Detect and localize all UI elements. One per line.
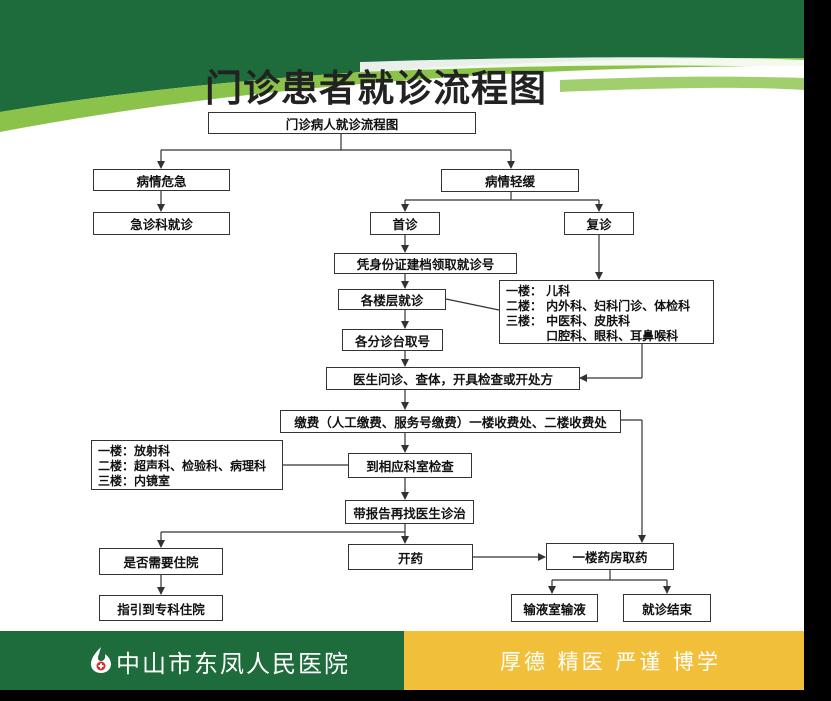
report-box: 带报告再找医生诊治 — [345, 500, 474, 524]
page-title: 门诊患者就诊流程图 — [205, 67, 547, 110]
dept-floor-3: 三楼： 中医科、皮肤科 — [506, 314, 631, 328]
prescribe-box: 开药 — [348, 544, 473, 570]
exam-floor-3: 三楼：内镜室 — [98, 474, 171, 488]
guide-hospital-box: 指引到专科住院 — [99, 595, 223, 621]
dept-floor-1: 一楼： 儿科 — [506, 284, 571, 298]
critical-box: 病情危急 — [93, 169, 230, 191]
exam-floor-2: 二楼：超声科、检验科、病理科 — [98, 459, 267, 473]
payment-box: 缴费（人工缴费、服务号缴费）一楼收费处、二楼收费处 — [280, 410, 621, 433]
pharmacy-box: 一楼药房取药 — [546, 543, 674, 570]
floors-visit-box: 各楼层就诊 — [338, 289, 446, 310]
triage-box: 各分诊台取号 — [342, 329, 443, 351]
dept-floor-3b: 口腔科、眼科、耳鼻喉科 — [506, 329, 679, 343]
return-visit-box: 复诊 — [564, 212, 634, 235]
footer-right-band — [404, 631, 804, 690]
flow-connectors — [157, 134, 671, 595]
hospital-name: 中山市东凤人民医院 — [116, 650, 350, 678]
flow-top-box: 门诊病人就诊流程图 — [208, 112, 476, 134]
poster: 门诊患者就诊流程图 — [0, 0, 804, 690]
first-visit-box: 首诊 — [370, 212, 440, 235]
hospitalize-question-box: 是否需要住院 — [99, 548, 223, 575]
end-box: 就诊结束 — [623, 594, 711, 622]
infusion-box: 输液室输液 — [511, 594, 598, 622]
footer-left-band — [0, 631, 404, 690]
exam-box: 到相应科室检查 — [348, 453, 472, 478]
exam-floor-1: 一楼：放射科 — [98, 444, 171, 458]
exam-floors-box: 一楼：放射科 二楼：超声科、检验科、病理科 三楼：内镜室 — [91, 440, 283, 490]
dept-floor-2: 二楼： 内外科、妇科门诊、体检科 — [506, 299, 691, 313]
doctor-box: 医生问诊、查体，开具检查或开处方 — [326, 367, 580, 390]
dept-floors-box: 一楼： 儿科 二楼： 内外科、妇科门诊、体检科 三楼： 中医科、皮肤科 口腔科、… — [499, 280, 714, 344]
mild-box: 病情轻缓 — [441, 169, 579, 192]
register-box: 凭身份证建档领取就诊号 — [334, 253, 517, 274]
hospital-motto: 厚德 精医 严谨 博学 — [500, 650, 722, 674]
header-decoration — [0, 0, 804, 132]
emergency-box: 急诊科就诊 — [93, 212, 230, 235]
hospital-logo-icon — [91, 647, 111, 673]
